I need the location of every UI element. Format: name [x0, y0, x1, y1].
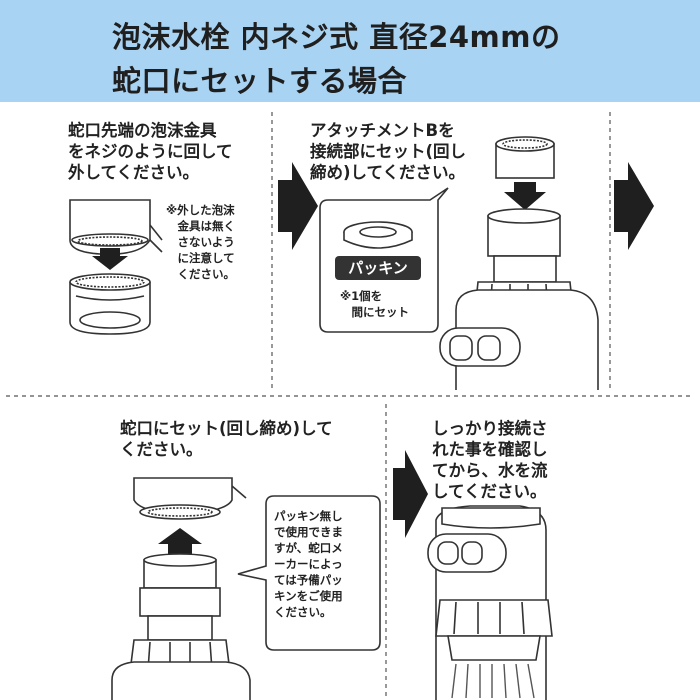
step3-text: 蛇口にセット(回し締め)して ください。	[120, 419, 333, 459]
header-title-line1: 泡沫水栓 内ネジ式 直径24mmの	[112, 20, 561, 54]
step2-callout-box	[319, 187, 449, 333]
step3-bubble-text: パッキン無し で使用できま すが、蛇口メ ーカーによっ ては予備パッ キンをご使…	[274, 509, 343, 619]
step-arrow-2	[614, 162, 654, 250]
packing-note: ※1個を 間にセット	[340, 289, 409, 319]
step3-illustration	[111, 477, 381, 700]
step1-note: ※外した泡沫 金具は無く さないよう に注意して ください。	[166, 203, 235, 281]
packing-label: パッキン	[348, 259, 408, 277]
step1-illustration	[69, 199, 163, 335]
header-banner: 泡沫水栓 内ネジ式 直径24mmの 蛇口にセットする場合	[0, 0, 700, 102]
step2-faucet	[439, 136, 599, 390]
step-arrow-3	[393, 450, 428, 538]
header-title-line2: 蛇口にセットする場合	[112, 64, 408, 98]
step-arrow-1	[278, 162, 318, 250]
step4-illustration	[427, 505, 553, 700]
step2-text: アタッチメントBを 接続部にセット(回し 締め)してください。	[310, 121, 467, 182]
packing-label-bg	[335, 256, 421, 280]
step4-text: しっかり接続さ れた事を確認し てから、水を流 してください。	[432, 419, 548, 501]
water-stream	[451, 663, 535, 699]
step1-text: 蛇口先端の泡沫金具 をネジのように回して 外してください。	[68, 121, 233, 182]
